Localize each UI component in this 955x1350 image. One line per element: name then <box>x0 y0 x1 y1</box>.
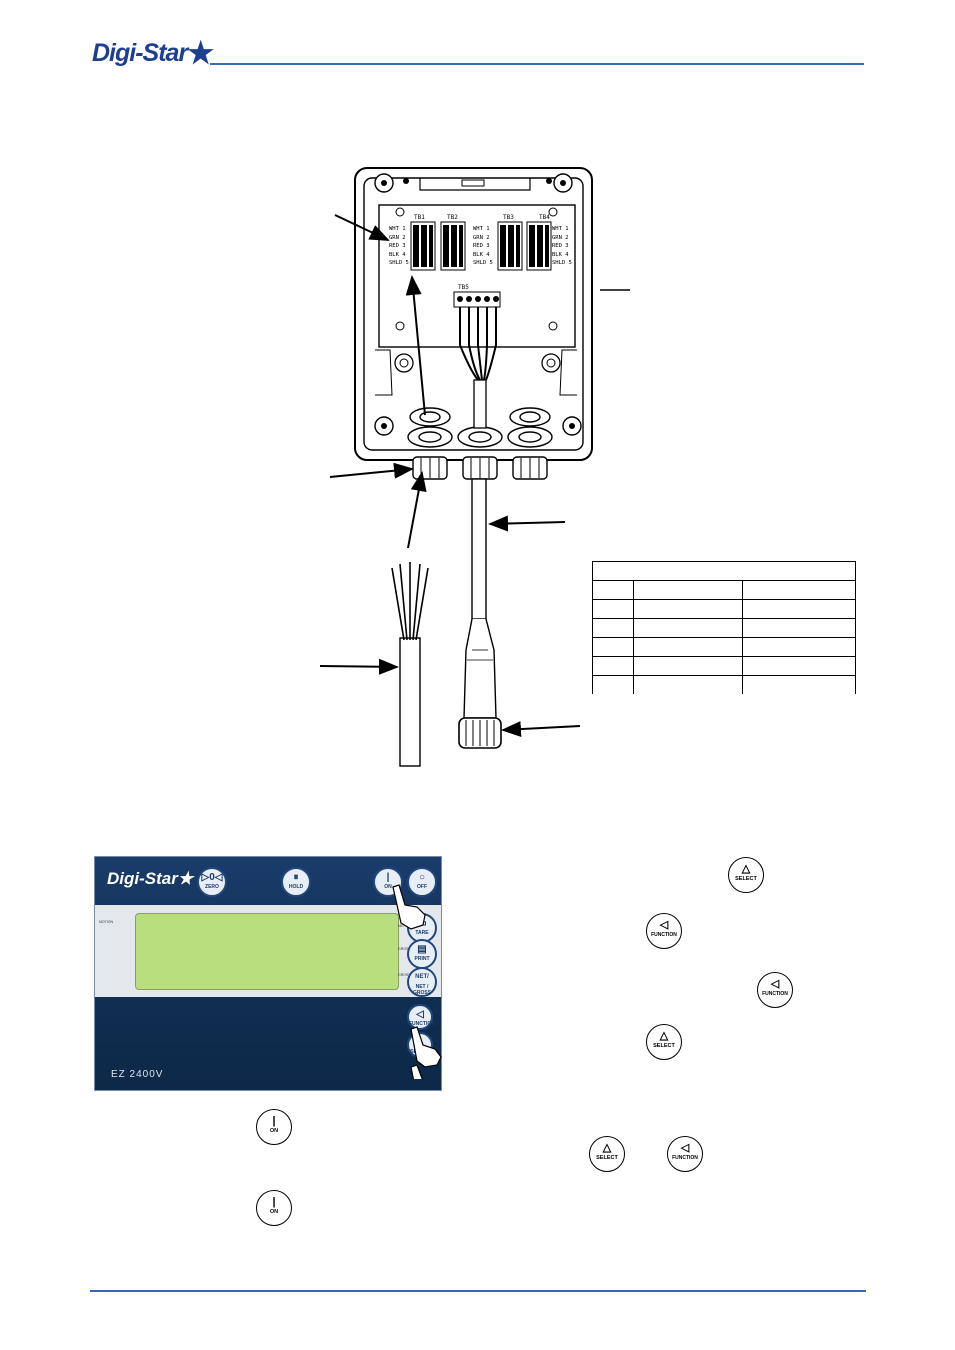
table-cell <box>592 618 634 638</box>
on-button[interactable]: |ON <box>373 867 403 897</box>
table-cell <box>592 656 634 676</box>
table-cell <box>633 637 743 657</box>
zero-button[interactable]: ▷0◁ZERO <box>197 867 227 897</box>
header-rule <box>210 63 864 65</box>
net-tag: NET <box>398 924 405 928</box>
select-key-icon: △SELECT <box>646 1024 682 1060</box>
tb3-label: TB3 <box>503 214 514 221</box>
print-button[interactable]: ▤PRINT <box>407 939 437 969</box>
tb1-terminal-labels: WHT 1 GRN 2 RED 3 BLK 4 SHLD 5 <box>389 226 409 266</box>
star-icon: ★ <box>177 869 194 888</box>
gross-tag: GROSS <box>398 947 411 951</box>
function-button[interactable]: ◁FUNCTION <box>407 1004 435 1030</box>
star-icon: ★ <box>187 37 214 70</box>
digistar-logo: Digi-Star★ <box>92 37 214 70</box>
pointing-hand-icon <box>392 884 442 1079</box>
table-cell <box>742 675 856 694</box>
table-cell <box>633 675 743 694</box>
table-cell <box>633 656 743 676</box>
net-gross-button[interactable]: NET/NET / GROSS <box>407 967 437 997</box>
table-row <box>592 637 856 657</box>
on-key-icon: |ON <box>256 1190 292 1226</box>
table-cell <box>592 599 634 619</box>
lcd-display <box>135 913 399 990</box>
footer-rule <box>90 1290 866 1292</box>
gross-tag-2: GROSS <box>398 973 411 977</box>
function-key-icon: ◁FUNCTION <box>667 1136 703 1172</box>
tb5-label: TB5 <box>458 284 469 291</box>
tb4-terminal-labels: WHT 1 GRN 2 RED 3 BLK 4 SHLD 5 <box>552 226 572 266</box>
tb4-label: TB4 <box>539 214 550 221</box>
tb2-terminal-labels: WHT 1 GRN 2 RED 3 BLK 4 SHLD 5 <box>473 226 493 266</box>
panel-brand: Digi-Star★ <box>107 869 194 888</box>
select-key-icon: △SELECT <box>589 1136 625 1172</box>
select-key-icon: △SELECT <box>728 857 764 893</box>
off-button[interactable]: ○OFF <box>407 867 437 897</box>
on-key-icon: |ON <box>256 1109 292 1145</box>
table-row <box>592 580 856 600</box>
hold-button[interactable]: ⏸HOLD <box>281 867 311 897</box>
tb2-label: TB2 <box>447 214 458 221</box>
table-cell <box>742 618 856 638</box>
tb1-label: TB1 <box>414 214 425 221</box>
table-row <box>592 656 856 676</box>
wire-color-table <box>592 561 856 694</box>
function-key-icon: ◁FUNCTION <box>646 913 682 949</box>
table-row <box>592 618 856 638</box>
table-cell <box>742 599 856 619</box>
table-cell <box>592 675 634 694</box>
table-cell <box>592 637 634 657</box>
table-cell <box>633 599 743 619</box>
table-cell <box>592 561 856 581</box>
table-cell <box>742 656 856 676</box>
table-cell <box>633 580 743 600</box>
table-row <box>592 561 856 581</box>
indicator-panel: Digi-Star★ ▷0◁ZERO ⏸HOLD |ON ○OFF MOTION… <box>94 856 442 1091</box>
function-key-icon: ◁FUNCTION <box>757 972 793 1008</box>
motion-tag: MOTION <box>99 920 113 924</box>
table-cell <box>742 580 856 600</box>
junction-box-diagram <box>319 167 630 767</box>
table-row <box>592 599 856 619</box>
table-cell <box>742 637 856 657</box>
table-row <box>592 675 856 694</box>
table-cell <box>633 618 743 638</box>
table-cell <box>592 580 634 600</box>
model-label: EZ 2400V <box>111 1069 164 1080</box>
